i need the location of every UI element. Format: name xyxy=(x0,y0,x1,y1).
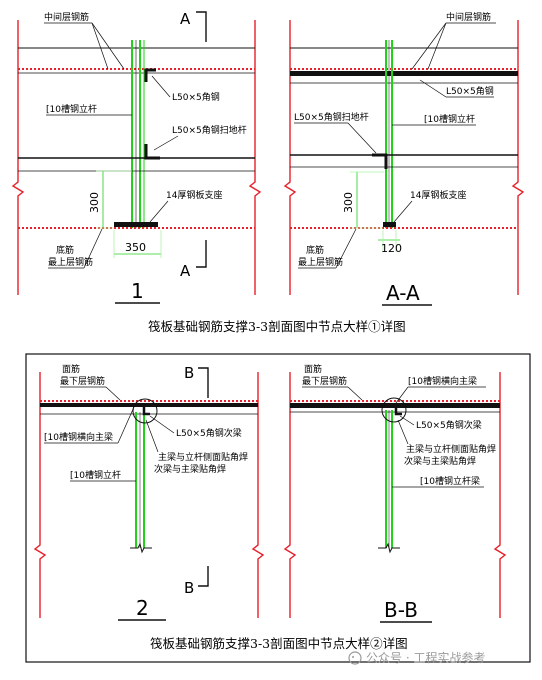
detail-callout-circle xyxy=(381,397,407,423)
caption-part-1: 筏板基础钢筋支撑3-3剖面图中节点大样①详图 xyxy=(148,319,406,334)
leader-main-beam-diag xyxy=(117,406,135,444)
steel-plate-support xyxy=(114,222,158,227)
steel-plate-support xyxy=(383,222,396,227)
leader-middle-rebar-a xyxy=(427,22,447,70)
detail-1-right: 300 120 中间层钢筋 L50×5角钢 L50×5角钢扫地杆 [10槽钢立杆… xyxy=(283,11,525,306)
secondary-beam-angle xyxy=(394,404,402,416)
leader-main-beam xyxy=(395,386,409,404)
label-top-layer-rebar: 最上层钢筋 xyxy=(298,256,343,268)
leader-angle-steel xyxy=(151,75,171,98)
label-secondary-beam: L50×5角钢次梁 xyxy=(416,419,482,431)
right-break-line xyxy=(511,20,525,295)
left-break-line xyxy=(33,372,47,618)
label-angle-steel: L50×5角钢 xyxy=(446,85,494,97)
leader-weld xyxy=(145,419,159,453)
label-channel-post: [10槽钢立杆 xyxy=(424,113,475,125)
label-weld-main-post: 主梁与立杆侧面贴角焊 xyxy=(406,443,496,455)
label-secondary-beam: L50×5角钢次梁 xyxy=(176,427,242,439)
angle-steel-sweep xyxy=(372,153,388,169)
leader-plate-support xyxy=(149,200,169,223)
label-weld-main-post: 主梁与立杆侧面贴角焊 xyxy=(158,451,248,463)
section-a-bottom-mark xyxy=(196,240,207,268)
leader-sweep-rod xyxy=(153,135,179,151)
label-channel-post: [10槽钢立杆 xyxy=(46,103,97,115)
left-break-line xyxy=(283,372,297,618)
leader-secondary-beam xyxy=(149,415,175,434)
detail-2-left: B B 面筋 最下层钢筋 [10槽钢横向主梁 L50×5角钢次梁 主梁与立杆侧面… xyxy=(33,363,265,621)
leader-middle-rebar-b xyxy=(91,22,125,70)
leader-top-rebar-diag xyxy=(347,386,363,401)
wechat-icon-dot xyxy=(352,656,354,658)
watermark: 公众号 · 工程实战参考 xyxy=(348,650,485,665)
leader-middle-rebar-b xyxy=(411,22,447,70)
detail-2-right: 面筋 最下层钢筋 [10槽钢横向主梁 L50×5角钢次梁 主梁与立杆侧面贴角焊 … xyxy=(283,363,507,623)
label-middle-rebar: 中间层钢筋 xyxy=(446,11,491,23)
section-a-top-mark xyxy=(196,11,207,42)
label-middle-rebar: 中间层钢筋 xyxy=(44,11,89,23)
label-main-beam: [10槽钢横向主梁 xyxy=(408,375,477,387)
part-2-frame xyxy=(25,353,531,663)
label-sweep-rod: L50×5角钢扫地杆 xyxy=(172,124,247,136)
post-break xyxy=(130,542,152,554)
angle-steel-sweep xyxy=(144,144,160,160)
dim-300-label: 300 xyxy=(342,192,355,213)
leader-middle-rebar-a xyxy=(91,22,109,70)
left-break-line xyxy=(283,20,297,295)
label-bottom-layer-rebar: 最下层钢筋 xyxy=(302,375,347,387)
section-title-b-b: B-B xyxy=(384,598,418,622)
leader-top-rebar-diag xyxy=(105,386,121,401)
label-channel-post-beam: [10槽钢立杆梁 xyxy=(420,475,480,487)
label-top-rebar: 面筋 xyxy=(304,363,322,375)
label-plate-support: 14厚钢板支座 xyxy=(410,189,466,201)
detail-callout-circle xyxy=(132,398,158,424)
label-channel-post: [10槽钢立杆 xyxy=(70,469,121,481)
label-bottom-rebar: 底筋 xyxy=(56,244,74,256)
label-sweep-rod: L50×5角钢扫地杆 xyxy=(294,111,369,123)
right-break-line xyxy=(493,372,507,618)
detail-number-2: 2 xyxy=(136,596,149,620)
right-break-line xyxy=(251,372,265,618)
section-b-top-mark xyxy=(198,367,209,398)
section-b-bottom-mark xyxy=(198,566,209,587)
left-break-line xyxy=(11,20,25,295)
dim-350-label: 350 xyxy=(125,241,146,254)
leader-sweep-rod-diag xyxy=(347,122,377,154)
label-angle-steel: L50×5角钢 xyxy=(172,91,220,103)
angle-band xyxy=(290,71,518,76)
dim-300-label: 300 xyxy=(88,192,101,213)
right-break-line xyxy=(248,20,262,295)
section-title-a-a: A-A xyxy=(386,281,420,305)
leader-angle-steel xyxy=(419,79,447,98)
section-a-bottom-letter: A xyxy=(180,262,191,280)
post-break xyxy=(378,542,400,554)
leader-secondary-beam xyxy=(399,415,415,426)
section-b-bottom-letter: B xyxy=(184,579,194,597)
label-plate-support: 14厚钢板支座 xyxy=(166,189,222,201)
main-beam-band xyxy=(40,403,258,407)
label-weld-sec-main: 次梁与主梁贴角焊 xyxy=(404,455,476,467)
angle-steel-upper xyxy=(144,68,156,82)
watermark-text: 公众号 · 工程实战参考 xyxy=(366,650,485,665)
dim-120-label: 120 xyxy=(381,242,402,255)
label-weld-sec-main: 次梁与主梁贴角焊 xyxy=(154,463,226,475)
section-b-top-letter: B xyxy=(184,364,194,382)
leader-weld xyxy=(397,419,409,445)
caption-part-2: 筏板基础钢筋支撑3-3剖面图中节点大样②详图 xyxy=(150,636,408,651)
leader-bottom-rebar-diag xyxy=(83,228,103,269)
section-a-top-letter: A xyxy=(180,10,191,28)
leader-plate-support xyxy=(393,200,413,223)
secondary-beam-angle xyxy=(142,404,150,416)
label-main-beam: [10槽钢横向主梁 xyxy=(44,431,113,443)
label-top-layer-rebar: 最上层钢筋 xyxy=(48,256,93,268)
detail-1-left: 300 350 A A 中间层钢筋 L50×5角钢 [10槽钢立杆 L50×5角… xyxy=(11,10,262,304)
label-bottom-layer-rebar: 最下层钢筋 xyxy=(60,375,105,387)
leader-bottom-rebar-diag xyxy=(335,228,357,269)
label-top-rebar: 面筋 xyxy=(62,363,80,375)
detail-number-1: 1 xyxy=(131,279,144,303)
label-bottom-rebar: 底筋 xyxy=(306,244,324,256)
wechat-icon xyxy=(348,651,362,665)
